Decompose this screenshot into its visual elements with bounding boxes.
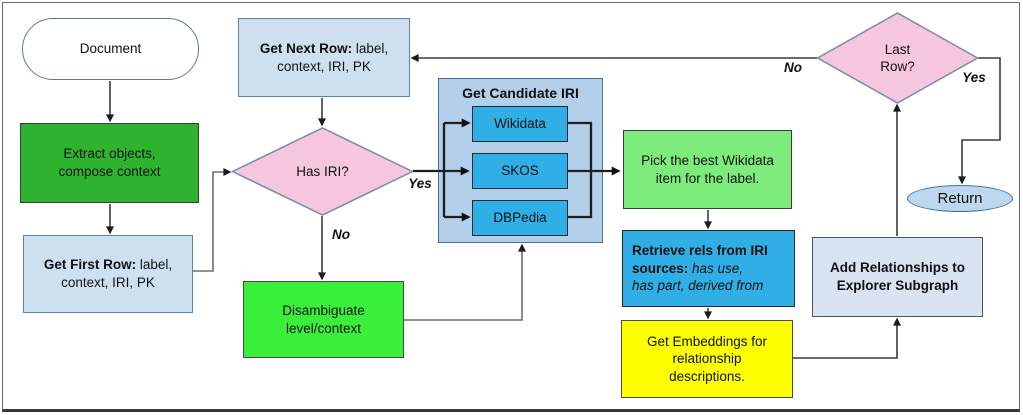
node-add-rels-line1: Add Relationships to — [830, 260, 965, 276]
node-pick-best-wikidata: Pick the best Wikidata item for the labe… — [623, 130, 792, 209]
node-extract-line1: Extract objects, — [63, 146, 156, 162]
node-retrieve-line3: has part, derived from — [632, 277, 794, 295]
node-get-next-row-line2: context, IRI, PK — [277, 58, 371, 74]
node-disambiguate-line2: level/context — [285, 320, 362, 336]
node-retrieve-line2-bold: sources: — [632, 260, 689, 276]
node-embeddings-line1: Get Embeddings for — [646, 333, 768, 349]
diamond-last-row-label: Last Row? — [847, 41, 948, 77]
node-get-embeddings: Get Embeddings for relationship descript… — [621, 320, 793, 398]
node-get-next-row-bold: Get Next Row: — [259, 40, 353, 56]
node-get-next-row: Get Next Row: label, context, IRI, PK — [238, 18, 410, 97]
edge-label-has-iri-yes: Yes — [408, 176, 432, 191]
edge-label-has-iri-no: No — [332, 227, 350, 242]
node-return: Return — [907, 185, 1013, 212]
node-get-first-row-line2: context, IRI, PK — [61, 275, 155, 290]
node-get-first-row: Get First Row: label, context, IRI, PK — [23, 235, 193, 313]
node-retrieve-line3-italic: has part, derived from — [632, 278, 764, 294]
node-get-first-row-line1: Get First Row: label, — [24, 256, 192, 274]
node-get-next-row-line1: Get Next Row: label, — [239, 40, 409, 58]
node-source-skos: SKOS — [472, 153, 568, 189]
node-disambiguate-line1: Disambiguate — [282, 302, 365, 318]
node-document-label: Document — [79, 41, 142, 57]
node-document: Document — [22, 18, 199, 80]
node-extract-objects: Extract objects, compose context — [20, 123, 199, 203]
node-add-rels-line2: Explorer Subgraph — [836, 278, 959, 293]
node-embeddings-line3: descriptions. — [669, 368, 745, 384]
node-retrieve-line1-bold: Retrieve rels from IRI — [632, 243, 768, 259]
node-retrieve-line1: Retrieve rels from IRI — [632, 242, 794, 260]
edge-label-last-row-no: No — [784, 60, 802, 75]
edge-label-last-row-yes: Yes — [962, 70, 986, 85]
last-row-text-line2: Row? — [880, 59, 915, 74]
node-extract-line2: compose context — [58, 164, 161, 179]
node-add-relationships: Add Relationships to Explorer Subgraph — [812, 237, 983, 317]
node-get-next-row-rest: label, — [352, 40, 389, 56]
node-source-wikidata: Wikidata — [472, 106, 568, 142]
diamond-has-iri-label: Has IRI? — [262, 157, 383, 187]
node-get-candidate-iri-title: Get Candidate IRI — [462, 85, 579, 101]
node-disambiguate: Disambiguate level/context — [243, 281, 404, 358]
node-retrieve-line2: sources: has use, — [632, 260, 794, 278]
node-get-first-row-rest: label, — [136, 257, 173, 273]
node-retrieve-line2-italic: has use, — [688, 260, 744, 276]
node-return-label: Return — [937, 189, 983, 207]
node-embeddings-line2: relationship — [672, 351, 742, 367]
has-iri-text: Has IRI? — [296, 163, 349, 179]
node-pick-line2: item for the label. — [655, 170, 760, 186]
node-get-first-row-bold: Get First Row: — [43, 257, 137, 273]
node-source-dbpedia: DBPedia — [472, 200, 568, 236]
node-pick-line1: Pick the best Wikidata — [641, 152, 774, 168]
last-row-text-line1: Last — [884, 42, 911, 58]
node-retrieve-rels: Retrieve rels from IRI sources: has use,… — [622, 230, 795, 307]
node-get-candidate-iri-group: Get Candidate IRI Wikidata SKOS DBPedia — [438, 78, 603, 243]
